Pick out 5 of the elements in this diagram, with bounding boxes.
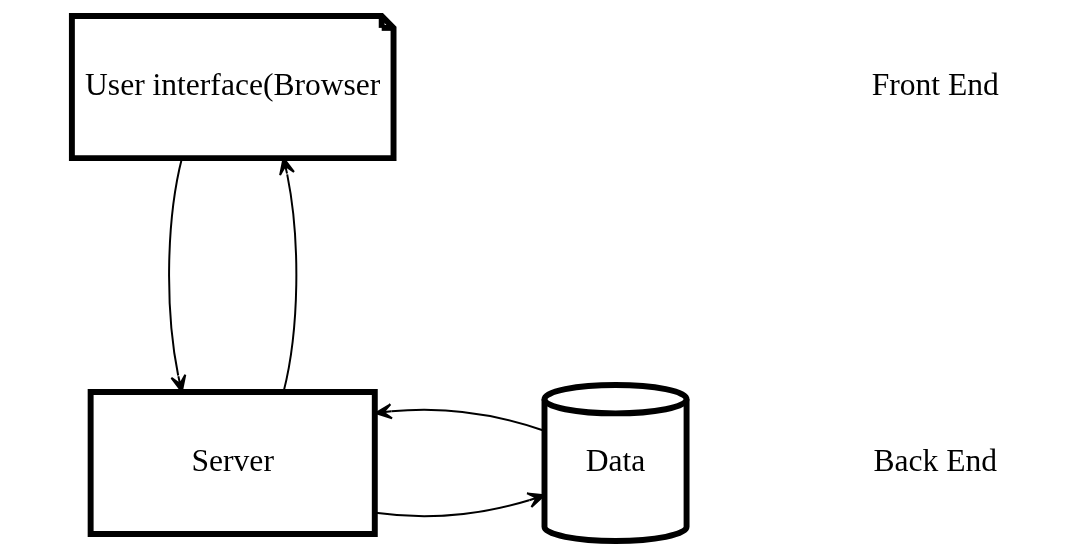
label: Front End (871, 66, 999, 102)
label: Back End (872, 442, 997, 478)
arrow (374, 492, 545, 518)
node-box: Server (87, 389, 378, 537)
arrow (374, 403, 545, 432)
